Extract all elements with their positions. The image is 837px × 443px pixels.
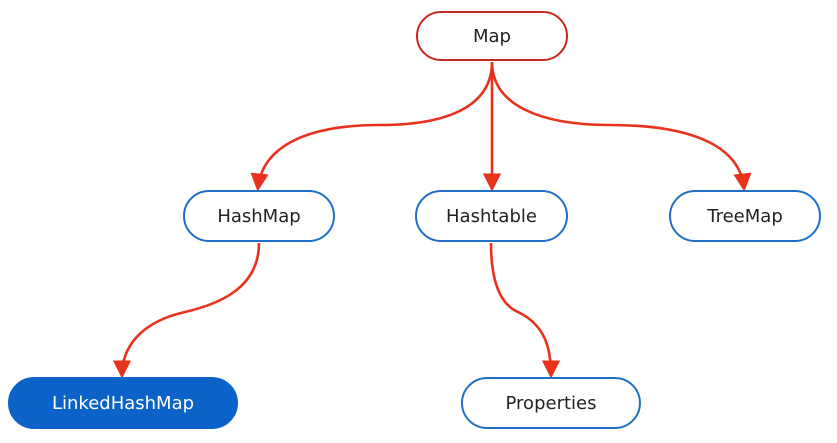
node-properties: Properties	[461, 377, 641, 429]
node-treemap: TreeMap	[669, 190, 821, 242]
edge-hashmap-linkedhashmap	[112, 242, 261, 379]
node-map-label: Map	[473, 25, 511, 47]
node-map: Map	[416, 11, 568, 61]
node-hashtable-label: Hashtable	[446, 205, 537, 227]
node-linkedhashmap-label: LinkedHashMap	[51, 392, 195, 414]
edge-hashtable-properties	[489, 242, 561, 379]
node-treemap-label: TreeMap	[707, 205, 783, 227]
node-hashmap-label: HashMap	[217, 205, 301, 227]
edge-map-treemap	[490, 61, 752, 192]
edge-map-hashmap	[250, 61, 494, 192]
node-linkedhashmap: LinkedHashMap	[8, 377, 238, 429]
node-hashmap: HashMap	[183, 190, 335, 242]
node-hashtable: Hashtable	[415, 190, 568, 242]
node-properties-label: Properties	[505, 392, 597, 414]
